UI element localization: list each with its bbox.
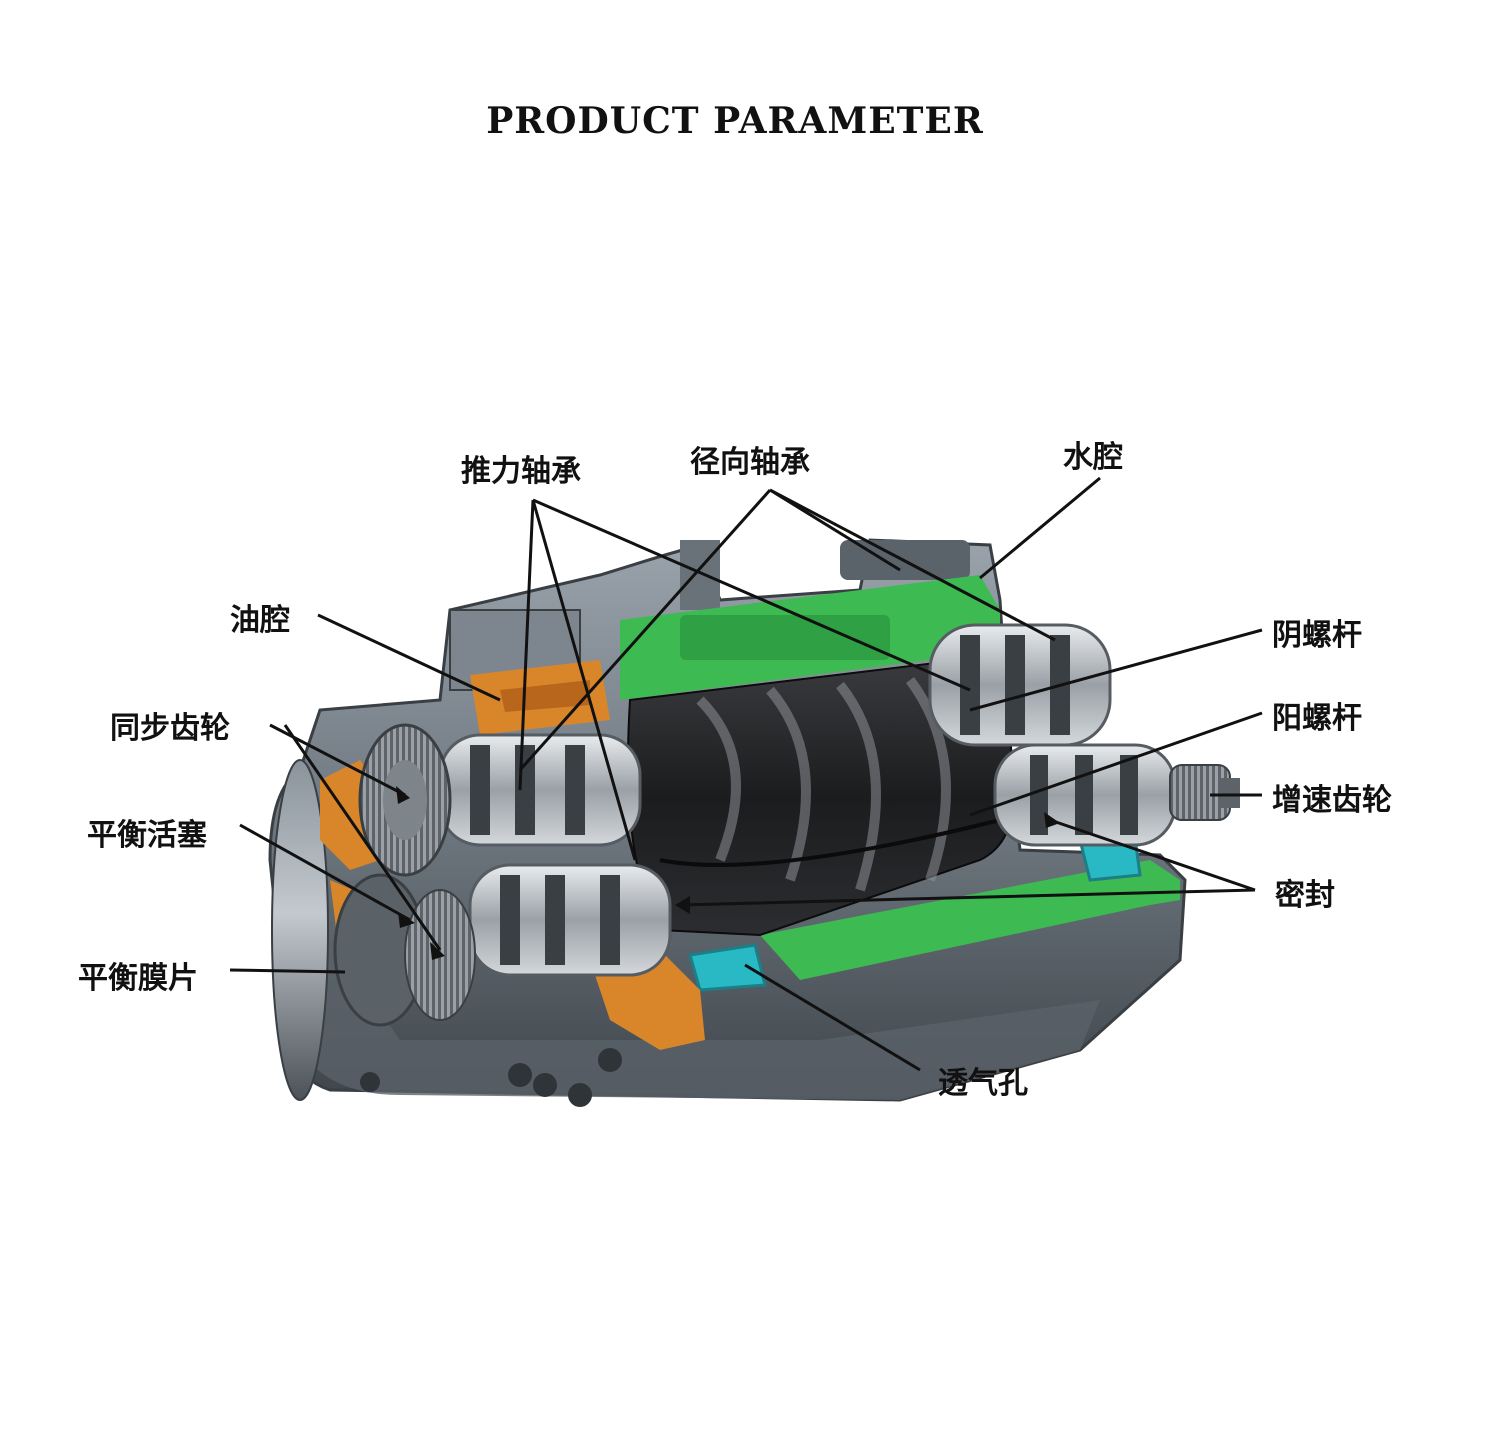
leader-vent-hole xyxy=(744,963,921,1072)
water-chamber-region xyxy=(620,575,1180,980)
leader-thrust-bearing xyxy=(518,499,637,861)
leader-female-rotor xyxy=(969,628,1263,712)
leader-timing-gear xyxy=(269,723,442,951)
label-thrust-bearing: 推力轴承 xyxy=(461,454,581,489)
leader-balance-piston xyxy=(239,823,411,922)
leader-seal xyxy=(679,818,1256,907)
leader-radial-bearing xyxy=(518,488,1056,771)
leader-water-chamber xyxy=(979,476,1101,580)
bearings xyxy=(438,623,1177,977)
label-vent-hole: 透气孔 xyxy=(938,1066,1028,1101)
label-water-chamber: 水腔 xyxy=(1063,440,1123,475)
leader-arrowheads xyxy=(396,786,1060,960)
label-seal: 密封 xyxy=(1275,878,1335,913)
page-title: PRODUCT PARAMETER xyxy=(486,100,984,142)
label-male-rotor: 阳螺杆 xyxy=(1272,701,1362,736)
label-oil-chamber: 油腔 xyxy=(230,603,290,638)
leader-balance-diaphragm xyxy=(229,968,346,974)
label-balance-diaphragm: 平衡膜片 xyxy=(78,961,198,996)
screw-rotors xyxy=(627,658,1013,937)
leader-male-rotor xyxy=(969,711,1263,817)
label-timing-gear: 同步齿轮 xyxy=(110,711,230,746)
label-speed-up-gear: 增速齿轮 xyxy=(1272,783,1392,818)
leader-oil-chamber xyxy=(317,613,501,702)
label-female-rotor: 阴螺杆 xyxy=(1272,618,1362,653)
label-radial-bearing: 径向轴承 xyxy=(690,445,810,480)
leader-lines xyxy=(229,476,1263,1072)
vent-hole-region xyxy=(688,836,1142,992)
label-balance-piston: 平衡活塞 xyxy=(87,818,207,853)
